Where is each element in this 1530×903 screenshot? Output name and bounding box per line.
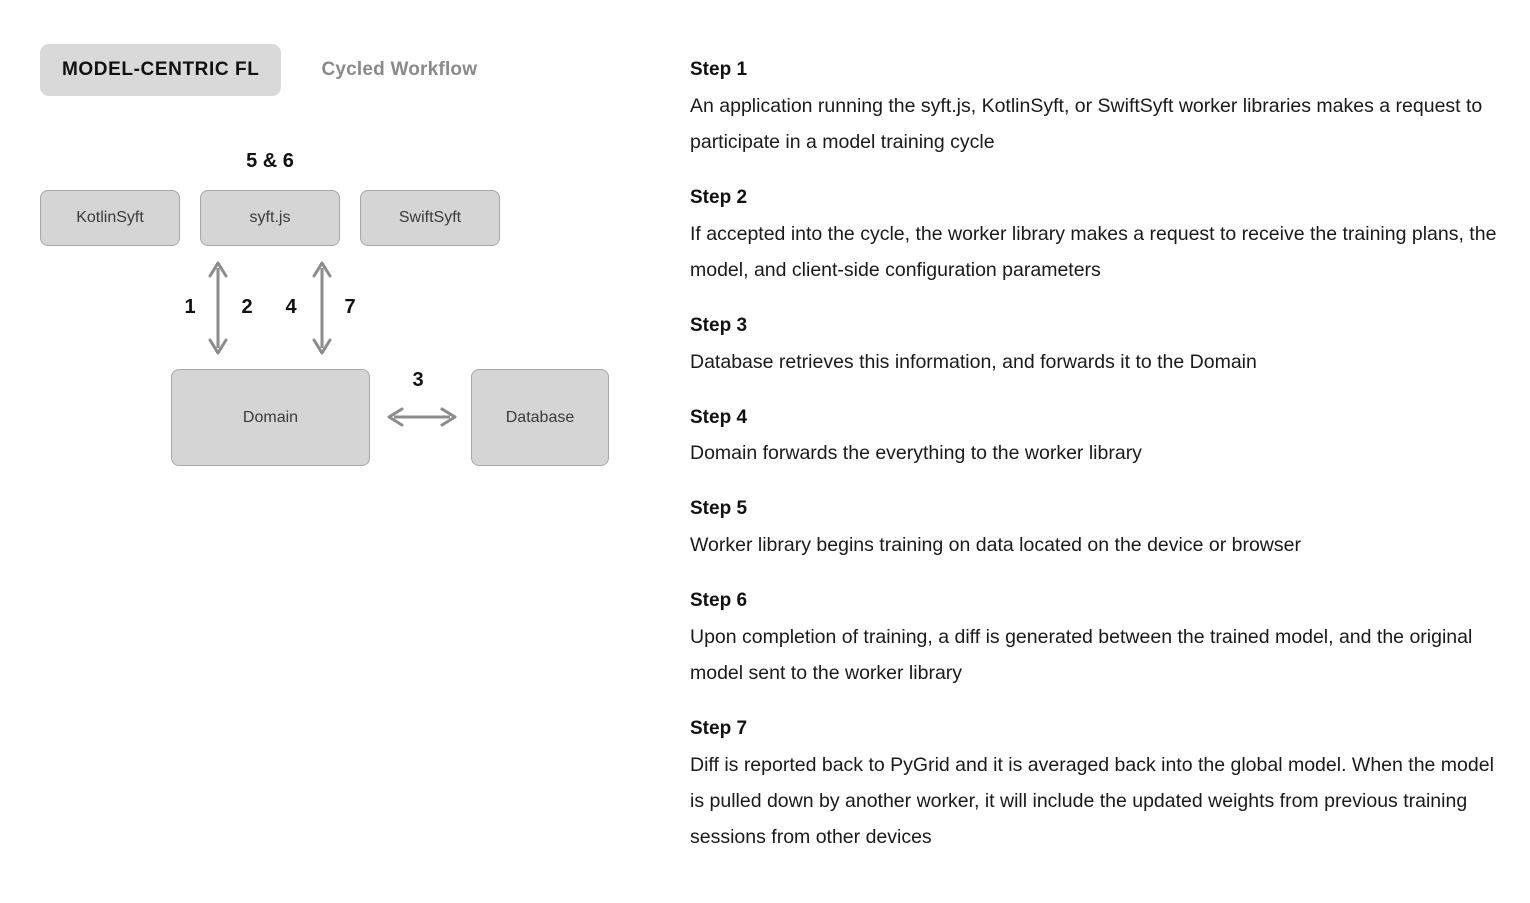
double-arrow-vertical-right-icon [312,261,332,355]
step-title-5: Step 5 [690,498,748,520]
steps-list: Step 1 An application running the syft.j… [690,58,1500,855]
step-item-1: Step 1 An application running the syft.j… [690,58,1500,160]
step-item-3: Step 3 Database retrieves this informati… [690,314,1500,380]
diagram-node-kotlinsyft: KotlinSyft [40,190,180,246]
step-body-6: Upon completion of training, a diff is g… [690,625,1473,684]
step-item-7: Step 7 Diff is reported back to PyGrid a… [690,717,1500,855]
diagram-label-3: 3 [412,369,424,391]
diagram-label-7: 7 [344,296,356,318]
double-arrow-vertical-left-icon [208,261,228,355]
step-title-4: Step 4 [690,406,748,428]
step-title-1: Step 1 [690,59,748,80]
architecture-diagram: 5 & 6 KotlinSyft syft.js SwiftSyft 1 2 4… [0,0,660,903]
step-body-5: Worker library begins training on data l… [690,534,1301,557]
diagram-node-syftjs: syft.js [200,190,340,246]
diagram-node-database: Database [471,369,609,466]
step-body-3: Database retrieves this information, and… [690,350,1257,373]
diagram-label-2: 2 [241,296,253,318]
diagram-label-4: 4 [285,296,297,318]
diagram-node-domain: Domain [171,369,370,466]
step-body-4: Domain forwards the everything to the wo… [690,442,1142,465]
step-item-5: Step 5 Worker library begins training on… [690,497,1500,563]
step-item-2: Step 2 If accepted into the cycle, the w… [690,186,1500,288]
tab-cycled-workflow[interactable]: Cycled Workflow [321,59,478,80]
step-title-7: Step 7 [690,718,748,740]
workflow-tab-bar: MODEL-CENTRIC FL Cycled Workflow [40,44,499,96]
diagram-label-1: 1 [184,296,196,318]
double-arrow-horizontal-icon [387,407,457,427]
step-body-1: An application running the syft.js, Kotl… [690,94,1483,153]
diagram-node-swiftsyft: SwiftSyft [360,190,500,246]
step-body-2: If accepted into the cycle, the worker l… [690,222,1497,281]
step-body-7: Diff is reported back to PyGrid and it i… [690,753,1494,848]
step-title-6: Step 6 [690,590,748,612]
tab-model-centric-fl[interactable]: MODEL-CENTRIC FL [40,44,282,96]
step-title-3: Step 3 [690,314,748,336]
step-item-6: Step 6 Upon completion of training, a di… [690,589,1500,691]
step-item-4: Step 4 Domain forwards the everything to… [690,406,1500,472]
diagram-label-5-and-6: 5 & 6 [246,150,294,172]
step-title-2: Step 2 [690,186,748,208]
